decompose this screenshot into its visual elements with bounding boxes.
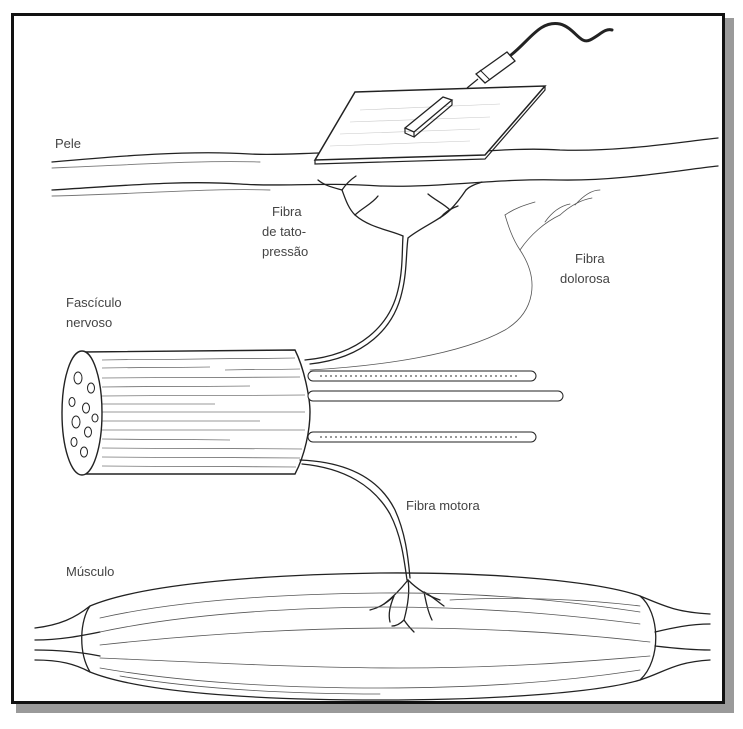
label-fibra-tato-3: pressão — [262, 244, 308, 259]
label-fibra-dolorosa-1: Fibra — [575, 251, 605, 266]
label-fasciculo-2: nervoso — [66, 315, 112, 330]
nerve-fascicle — [62, 350, 310, 475]
pain-fibre — [310, 190, 600, 370]
label-fibra-dolorosa-2: dolorosa — [560, 271, 611, 286]
label-fibra-motora: Fibra motora — [406, 498, 480, 513]
label-musculo: Músculo — [66, 564, 114, 579]
stimulator-plate — [315, 23, 612, 164]
motor-fibre — [300, 460, 444, 632]
muscle — [35, 573, 710, 700]
touch-fibre — [305, 176, 482, 364]
label-pele: Pele — [55, 136, 81, 151]
label-fibra-tato-1: Fibra — [272, 204, 302, 219]
label-fibra-tato-2: de tato- — [262, 224, 306, 239]
label-fasciculo-1: Fascículo — [66, 295, 122, 310]
exiting-axons — [308, 371, 563, 442]
